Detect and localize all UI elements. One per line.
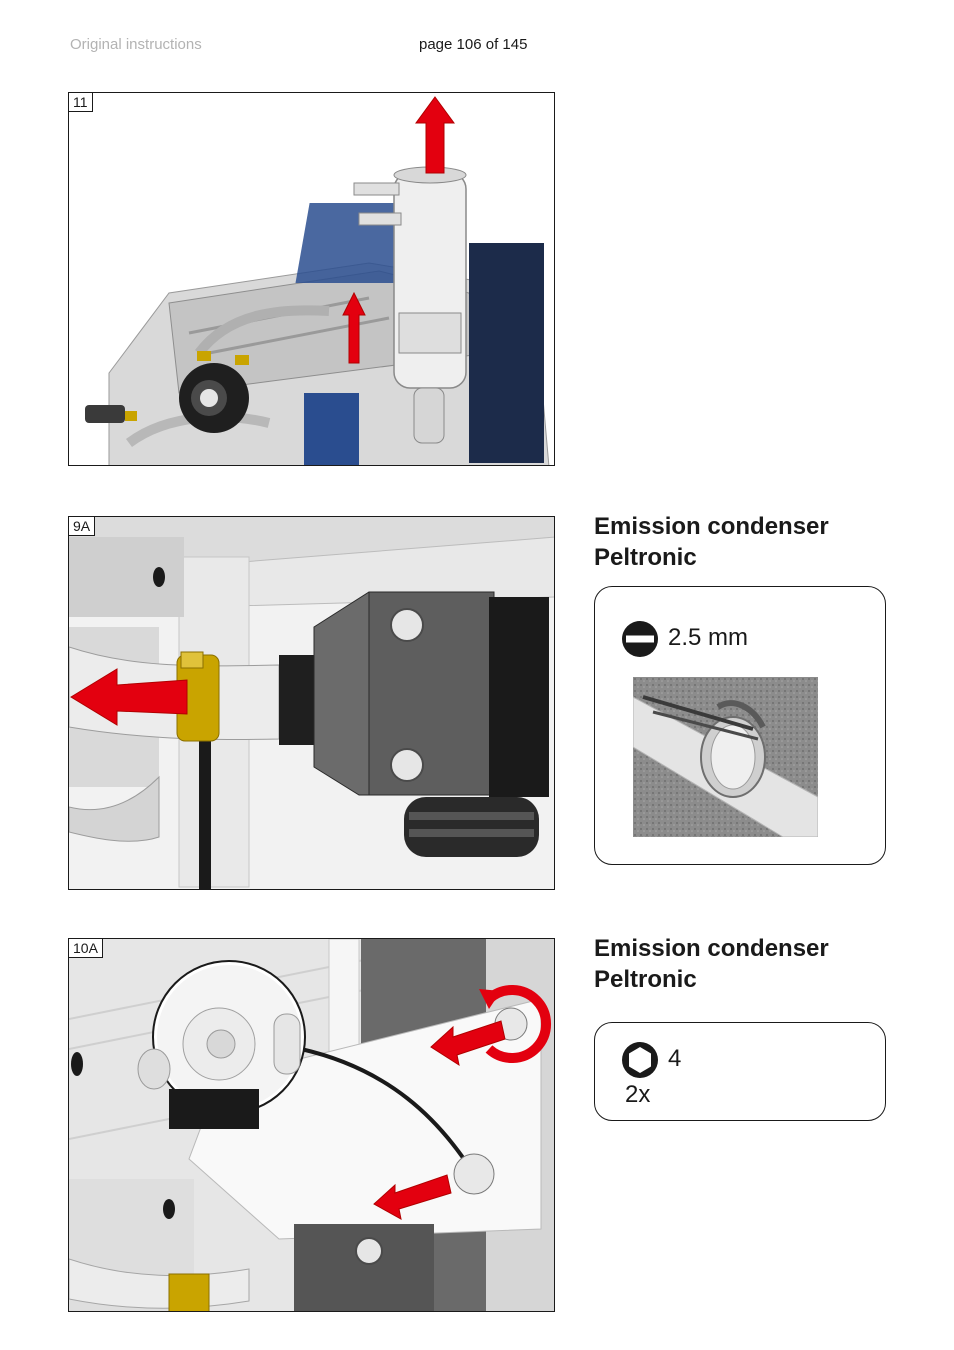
tool-box: 4 2x xyxy=(594,1022,886,1121)
illustration-hose-clamp xyxy=(69,517,554,889)
illustration-screw-removal xyxy=(69,939,554,1311)
step-title-line1: Emission condenser xyxy=(594,513,829,540)
figure-10a: 10A xyxy=(68,938,555,1312)
arrow-left xyxy=(70,668,188,726)
arrow-up-small xyxy=(342,291,366,364)
figure-9a: 9A xyxy=(68,516,555,890)
step-title-line1: Emission condenser xyxy=(594,935,829,962)
header-left-text: Original instructions xyxy=(70,36,202,53)
tool-quantity: 2x xyxy=(625,1081,651,1108)
figure-tag: 10A xyxy=(69,939,103,958)
hex-key-icon xyxy=(622,1042,658,1078)
arrow-up-large xyxy=(415,96,455,174)
tool-size: 2.5 mm xyxy=(668,624,749,651)
figure-tag: 9A xyxy=(69,517,96,536)
step-title-line2: Peltronic xyxy=(594,966,697,993)
tool-box: 2.5 mm xyxy=(594,586,886,865)
step-title: Emission condenser Peltronic xyxy=(594,933,829,995)
illustration-condenser-removal xyxy=(69,93,554,465)
photo-hose-clamp xyxy=(633,677,818,837)
figure-tag: 11 xyxy=(69,93,93,112)
slotted-screwdriver-icon xyxy=(622,621,658,657)
step-title: Emission condenser Peltronic xyxy=(594,511,829,573)
arrow-upper xyxy=(430,1020,506,1067)
arrow-lower xyxy=(373,1174,452,1220)
figure-11: 11 xyxy=(68,92,555,466)
tool-size: 4 xyxy=(668,1045,682,1072)
page-number: page 106 of 145 xyxy=(419,36,528,53)
step-title-line2: Peltronic xyxy=(594,544,697,571)
